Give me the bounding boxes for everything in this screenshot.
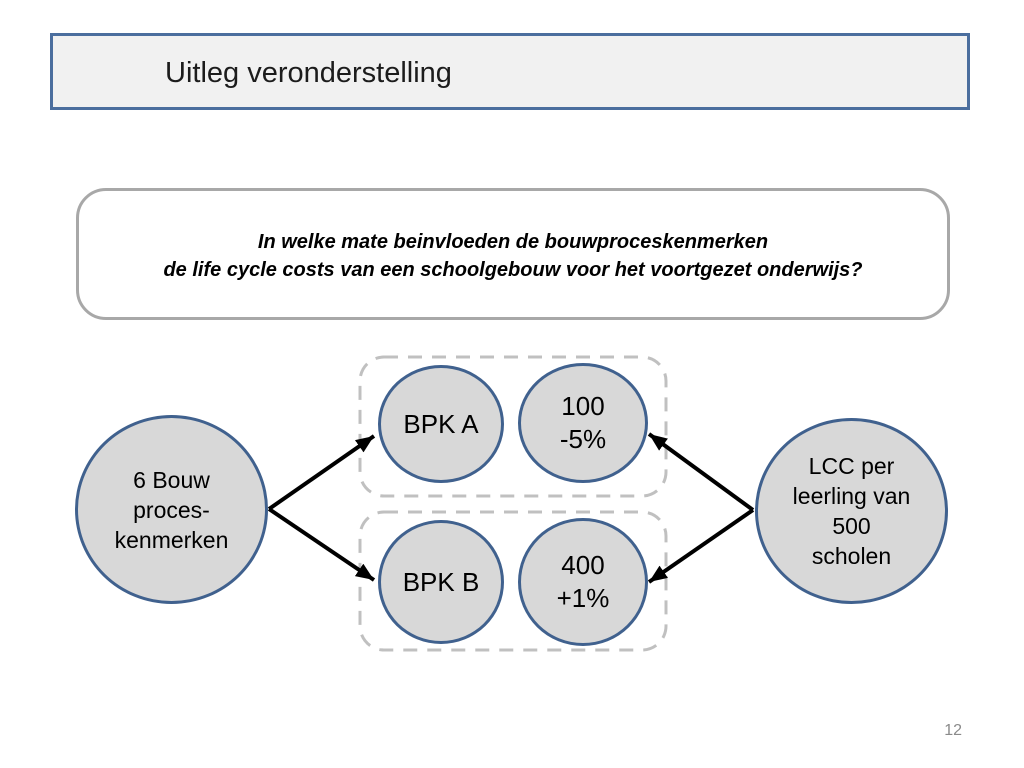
node-text-line: 100 xyxy=(561,391,605,421)
node-value-b: 400 +1% xyxy=(518,518,648,646)
node-text-line: 6 Bouw xyxy=(133,466,210,493)
node-value-a: 100 -5% xyxy=(518,363,648,483)
arrow-left-to-group-b xyxy=(267,507,376,582)
node-text-line: BPK B xyxy=(402,567,480,597)
node-text-line: leerling van xyxy=(792,483,911,509)
node-bouwproceskenmerken: 6 Bouw proces- kenmerken xyxy=(75,415,268,604)
arrow-left-to-group-a xyxy=(267,434,376,511)
node-text-line: 500 xyxy=(832,513,871,539)
page-number: 12 xyxy=(944,722,962,739)
node-text-line: 400 xyxy=(561,550,605,580)
node-text-line: BPK A xyxy=(403,409,479,439)
node-bpk-a: BPK A xyxy=(378,365,504,483)
node-text-line: kenmerken xyxy=(114,526,229,553)
dashed-group-a xyxy=(358,355,668,498)
question-line-1: In welke mate beinvloeden de bouwprocesk… xyxy=(257,231,769,253)
question-line-2: de life cycle costs van een schoolgebouw… xyxy=(163,259,863,281)
node-text-line: +1% xyxy=(556,583,610,613)
question-box: In welke mate beinvloeden de bouwprocesk… xyxy=(76,188,950,320)
arrow-right-to-group-a xyxy=(647,432,755,512)
slide-title-box: Uitleg veronderstelling xyxy=(50,33,970,110)
node-bpk-b: BPK B xyxy=(378,520,504,644)
node-text-line: proces- xyxy=(133,496,210,523)
node-lcc-per-leerling: LCC per leerling van 500 scholen xyxy=(755,418,948,604)
node-text-line: -5% xyxy=(559,424,607,454)
node-text-line: LCC per xyxy=(808,453,895,479)
arrow-right-to-group-b xyxy=(647,508,755,584)
node-text-line: scholen xyxy=(811,543,892,569)
slide-title: Uitleg veronderstelling xyxy=(165,57,452,89)
